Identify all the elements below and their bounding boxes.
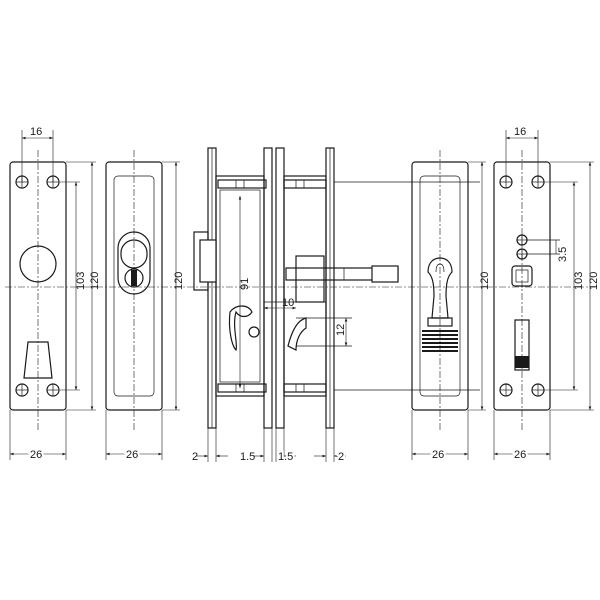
- view-handle-plate: 120 26: [411, 150, 491, 463]
- dim-hole-spacing-b: 16: [514, 126, 526, 138]
- dim-thickness-2-left: 2: [192, 451, 198, 463]
- dim-offset-12: 12: [335, 324, 347, 336]
- dim-thickness-2-right: 2: [338, 451, 344, 463]
- key-slot-icon: [131, 270, 137, 286]
- dim-width-26-c: 26: [432, 449, 444, 461]
- grip-ridges-icon: [422, 330, 458, 352]
- dim-height-103: 103: [75, 272, 87, 290]
- dim-hole-spacing: 16: [30, 126, 42, 138]
- dim-thickness-1-5-right: 1.5: [278, 451, 293, 463]
- dim-height-120-c: 120: [479, 272, 491, 290]
- dim-thickness-1-5-left: 1.5: [240, 451, 255, 463]
- dim-height-91: 91: [239, 278, 251, 290]
- dim-spacing-3-5: 3.5: [557, 247, 569, 262]
- screw-icon: [15, 175, 60, 397]
- view-side-section-left: 91 2 1.5: [192, 147, 273, 463]
- dim-width-26: 26: [30, 449, 42, 461]
- dim-offset-10: 10: [282, 297, 294, 309]
- dim-height-103-b: 103: [573, 272, 585, 290]
- dim-width-26-d: 26: [514, 449, 526, 461]
- dim-height-120-b: 120: [173, 272, 185, 290]
- dim-width-26-b: 26: [126, 449, 138, 461]
- view-side-section-right: 12 10 1.5 2: [264, 147, 399, 465]
- view-cylinder-plate: 120 26: [105, 150, 185, 463]
- screw-icon: [499, 175, 545, 397]
- dim-height-120-d: 120: [588, 272, 600, 290]
- view-back-plate: 16 3.5 103 120 26: [493, 126, 600, 463]
- dim-height-120: 120: [89, 272, 101, 290]
- view-front-plate-oval: 16 103 120 26: [9, 126, 101, 463]
